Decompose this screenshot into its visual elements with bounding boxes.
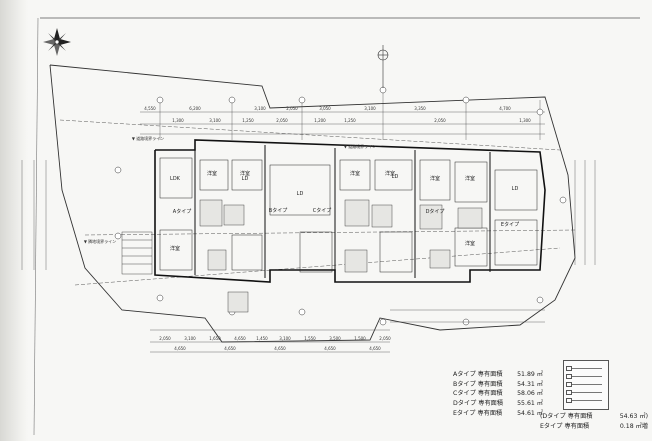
room-label: LD [242,176,249,182]
room-label: 洋室 [465,175,475,182]
room-label: LD [512,186,519,192]
dimension-label: 4,650 [274,346,286,351]
legend-box [563,360,609,410]
dimension-label: 1,200 [314,118,326,123]
dimension-label: 4,650 [234,336,246,341]
stair-block [121,231,153,275]
unit-type-label: Aタイプ [173,208,191,215]
wet-areas [199,199,483,313]
room-label: 洋室 [207,170,217,177]
room-label: 洋室 [385,170,395,177]
dimension-label: 1,650 [209,336,221,341]
dimension-label: 3,100 [184,336,196,341]
dimension-label: 2,050 [159,336,171,341]
dimension-label: 3,100 [254,106,266,111]
dimension-label: 3,350 [414,106,426,111]
dimension-label: 1,500 [354,336,366,341]
dimension-label: 1,550 [304,336,316,341]
bottom-dimension-labels: 2,050 3,100 1,650 4,650 1,450 3,100 1,550 3,500… [159,336,391,341]
top-dimension-labels-2: 1,300 3,100 1,250 2,050 1,200 1,250 2,050 1,300 [172,118,531,123]
bottom-dimension-labels-2: 4,650 4,650 4,650 4,650 4,650 [174,346,381,351]
legend-symbol [566,382,572,387]
boundary-line-label: ▼ 隣地境界ライン [84,238,116,244]
top-dimension-labels: 4,550 6,200 3,100 2,050 3,050 3,100 3,350 4,700 [144,106,511,111]
boundary-line-label: ▼ 道路境界ライン [344,143,376,149]
unit-type-label: Bタイプ [269,207,287,214]
room-label: 洋室 [430,175,440,182]
room-label: LD [392,174,399,180]
room-label: LD [297,191,304,197]
unit-type-labels: Aタイプ Bタイプ Cタイプ Dタイプ Eタイプ [173,207,519,228]
unit-type-label: Eタイプ [501,221,519,228]
dimension-label: 1,250 [344,118,356,123]
building-walls [154,139,546,283]
dimension-label: 3,100 [279,336,291,341]
top-dimension-lines [140,90,545,140]
boundary-lines [59,119,576,286]
dimension-label: 1,450 [256,336,268,341]
room-label: 洋室 [465,240,475,247]
dimension-label: 1,250 [242,118,254,123]
dimension-label: 4,700 [499,106,511,111]
dimension-label: 3,100 [364,106,376,111]
dimension-label: 2,050 [379,336,391,341]
dimension-label: 2,050 [434,118,446,123]
dimension-label: 4,550 [144,106,156,111]
room-label: 洋室 [170,245,180,252]
legend-symbol [566,366,572,371]
room-label: LDK [170,176,181,182]
right-dimension-lines [574,160,596,265]
dimension-label: 4,650 [369,346,381,351]
dimension-label: 3,100 [209,118,221,123]
site-boundary [49,64,576,343]
dimension-label: 1,300 [172,118,184,123]
dimension-label: 2,050 [276,118,288,123]
legend-symbol [566,398,572,403]
dimension-label: 1,300 [519,118,531,123]
dimension-label: 4,650 [174,346,186,351]
left-dimension-lines [21,160,47,270]
dimension-label: 4,650 [324,346,336,351]
room-label: 洋室 [240,170,250,177]
unit-type-label: Dタイプ [426,208,445,215]
boundary-line-labels: ▼ 道路境界ライン ▼ 道路境界ライン ▼ 隣地境界ライン [84,135,376,244]
bottom-dimension-lines [150,309,545,353]
boundary-line-label: ▼ 道路境界ライン [132,135,164,141]
page-binding-shadow [0,0,28,441]
unit-type-label: Cタイプ [313,207,332,214]
room-label: 洋室 [350,170,360,177]
dimension-label: 6,200 [189,106,201,111]
unit-partitions [194,145,491,280]
dimension-label: 3,050 [319,106,331,111]
dimension-label: 3,500 [329,336,341,341]
legend-symbol [566,374,572,379]
dimension-label: 4,650 [224,346,236,351]
dimension-label: 2,050 [286,106,298,111]
compass-icon [43,28,71,56]
legend-symbol [566,390,572,395]
